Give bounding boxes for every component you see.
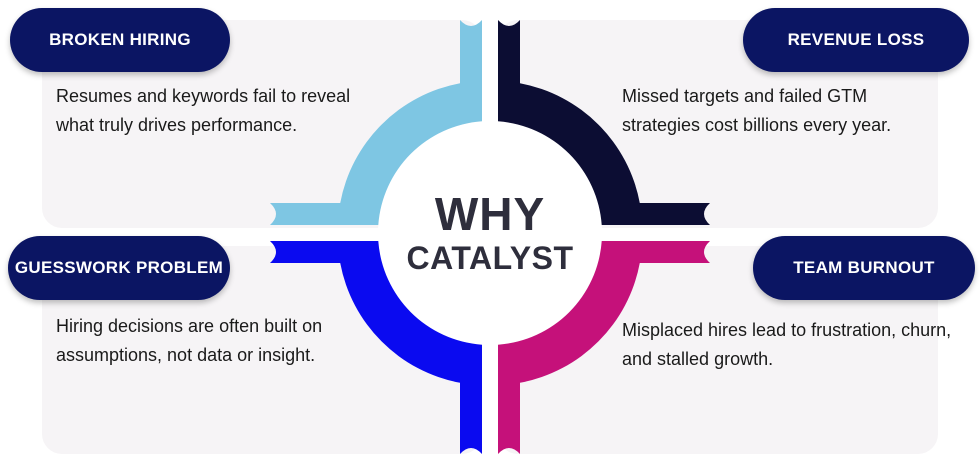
guesswork-problem-pill: GUESSWORK PROBLEM bbox=[8, 236, 230, 300]
broken-hiring-pill: BROKEN HIRING bbox=[10, 8, 230, 72]
center-title: WHY CATALYST bbox=[398, 188, 582, 276]
segment-top-right bbox=[498, 20, 710, 225]
guesswork-problem-description: Hiring decisions are often built on assu… bbox=[56, 316, 323, 365]
team-burnout-pill: TEAM BURNOUT bbox=[753, 236, 975, 300]
segment-bottom-left bbox=[270, 241, 482, 454]
broken-hiring-description: Resumes and keywords fail to reveal what… bbox=[56, 86, 351, 135]
revenue-loss-pill: REVENUE LOSS bbox=[743, 8, 969, 72]
wheel-center-circle bbox=[378, 121, 602, 345]
segment-top-left bbox=[270, 20, 482, 225]
revenue-loss-description: Missed targets and failed GTM strategies… bbox=[622, 86, 892, 135]
center-title-line2: CATALYST bbox=[406, 240, 574, 276]
segment-bottom-right bbox=[498, 241, 710, 454]
team-burnout-description: Misplaced hires lead to frustration, chu… bbox=[622, 320, 952, 369]
center-title-line1: WHY bbox=[434, 188, 546, 240]
